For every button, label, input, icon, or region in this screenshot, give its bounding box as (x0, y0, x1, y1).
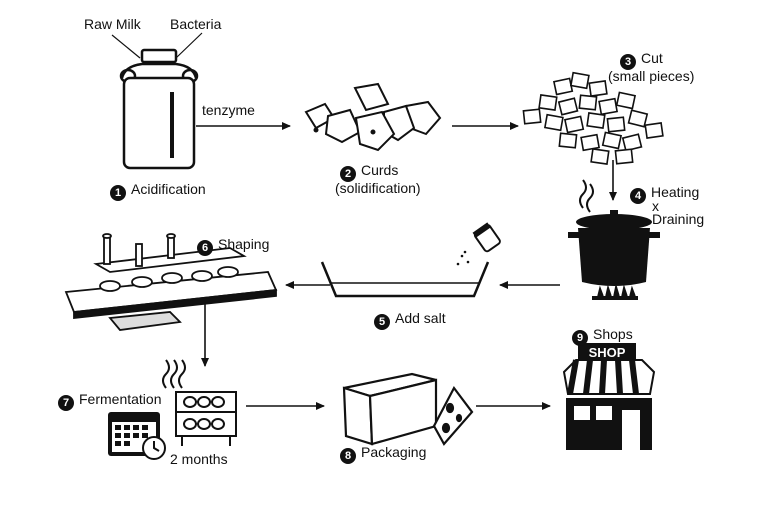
step-2-label: 2 Curds (340, 162, 398, 182)
step-8-number: 8 (340, 448, 356, 464)
press-machine-icon (64, 233, 278, 331)
calendar-rack-icon (108, 359, 237, 460)
step-1-text: Acidification (131, 181, 206, 197)
raw-milk-pointer (111, 34, 141, 59)
flow-arrows (196, 122, 617, 410)
step-3-sub: (small pieces) (608, 68, 695, 84)
enzyme-label: tenzyme (202, 102, 255, 118)
step-6-text: Shaping (218, 236, 270, 252)
bacteria-pointer (175, 32, 203, 59)
steam-icon (162, 359, 186, 389)
step-2-sub: (solidification) (335, 180, 421, 196)
calendar-icon (108, 412, 166, 460)
step-9-number: 9 (572, 330, 588, 346)
step-4-sub-draining: Draining (652, 211, 705, 227)
step-3-number: 3 (620, 54, 636, 70)
shop-icon: SHOP (562, 343, 656, 450)
step-6-number: 6 (197, 240, 213, 256)
bacteria-label: Bacteria (170, 16, 222, 32)
step-2-number: 2 (340, 166, 356, 182)
step-9-label: 9 Shops (572, 326, 633, 346)
step-8-label: 8 Packaging (340, 444, 426, 464)
salt-shaker-icon (472, 222, 501, 253)
step-3-label: 3 Cut (620, 50, 663, 70)
step-4-text: Heating (651, 184, 700, 200)
curds-icon (304, 82, 442, 152)
step-7-label: 7 Fermentation (58, 391, 161, 411)
step-8-text: Packaging (361, 444, 427, 460)
step-3-text: Cut (641, 50, 663, 66)
shop-sign-text: SHOP (589, 345, 626, 360)
cheese-package-icon (342, 372, 474, 446)
step-7-number: 7 (58, 395, 74, 411)
step-4-label: 4 Heating (630, 184, 699, 204)
salt-tray-icon (320, 222, 501, 298)
cut-cubes-icon (522, 71, 664, 165)
step-6-label: 6 Shaping (197, 236, 269, 256)
step-1-label: 1 Acidification (110, 181, 206, 201)
step-7-text: Fermentation (79, 391, 162, 407)
cheese-rack-icon (175, 391, 237, 446)
step-4-number: 4 (630, 188, 646, 204)
step-5-number: 5 (374, 314, 390, 330)
step-1-number: 1 (110, 185, 126, 201)
step-2-text: Curds (361, 162, 399, 178)
step-5-text: Add salt (395, 310, 446, 326)
step-5-label: 5 Add salt (374, 310, 446, 330)
step-7-sub: 2 months (170, 451, 228, 467)
milk-churn-icon (119, 48, 199, 170)
step-4-sub-x: x (652, 198, 659, 214)
step-9-text: Shops (593, 326, 633, 342)
cooking-pot-icon (568, 179, 660, 300)
raw-milk-label: Raw Milk (84, 16, 141, 32)
